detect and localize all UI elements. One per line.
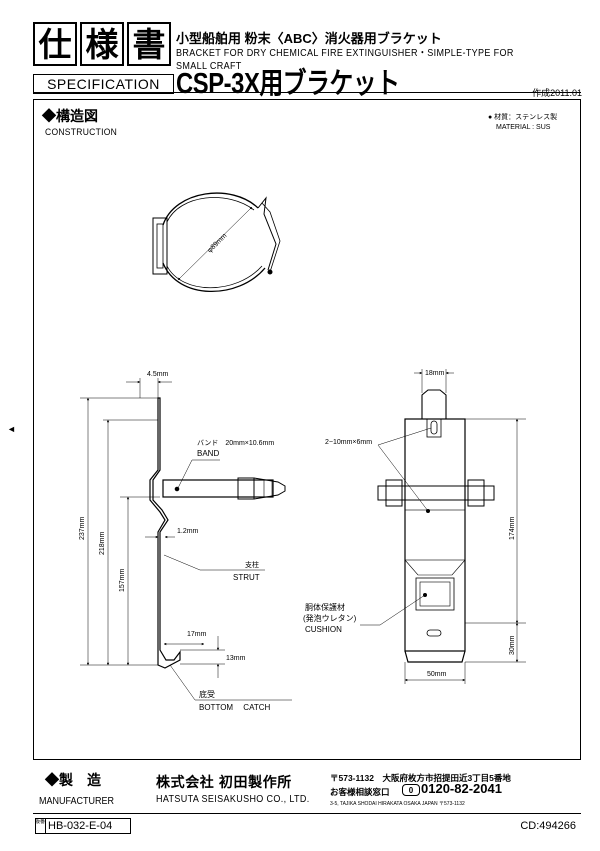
dim-157: 157mm [119, 568, 126, 592]
title-japanese: 小型船舶用 粉末〈ABC〉消火器用ブラケット [176, 31, 442, 46]
company-name-en: HATSUTA SEISAKUSHO CO., LTD. [156, 794, 310, 805]
strut-label-en: STRUT [233, 573, 260, 582]
document-code-tag: 版番 [35, 818, 46, 834]
document-code: HB-032-E-04 [35, 818, 131, 834]
band-label-en: BAND [197, 449, 219, 458]
cushion-label-jp1: 胴体保護材 [305, 602, 345, 612]
freedial-number: 0120-82-2041 [421, 781, 502, 796]
dim-17: 17mm [187, 631, 207, 638]
manufacturer-subtitle: MANUFACTURER [39, 796, 115, 807]
company-address-en: 3-5, TAJIKA SHODAI HIRAKATA OSAKA JAPAN … [330, 801, 465, 807]
bottom-catch-label-jp: 底受 [199, 689, 215, 699]
created-date: 作成2011.01 [532, 88, 582, 98]
cushion-label-jp2: (発泡ウレタン) [303, 613, 357, 623]
dim-174: 174mm [509, 516, 516, 540]
page-marker-icon: ◄ [7, 424, 16, 434]
title-kanji-3: 書 [127, 22, 171, 66]
bottom-catch-label-en: BOTTOM CATCH [199, 703, 270, 712]
title-kanji-1: 仕 [33, 22, 77, 66]
document-code-text: HB-032-E-04 [48, 820, 113, 832]
construction-subtitle: CONSTRUCTION [45, 127, 118, 138]
slot-label: 2−10mm×6mm [325, 439, 372, 446]
manufacturer-title: ◆製 造 [45, 772, 101, 788]
footer-rule [33, 813, 581, 814]
strut-label-jp: 支柱 [245, 560, 259, 569]
customer-support-label: お客様相談窓口 [330, 787, 390, 797]
dim-237: 237mm [79, 516, 86, 540]
dim-18: 18mm [425, 370, 445, 377]
freedial-icon: 0 [402, 784, 420, 796]
cd-number: CD:494266 [520, 820, 576, 832]
title-english: BRACKET FOR DRY CHEMICAL FIRE EXTINGUISH… [176, 47, 514, 72]
dim-13: 13mm [226, 655, 246, 662]
dim-30: 30mm [509, 635, 516, 655]
header-rule [33, 92, 581, 93]
cushion-label-en: CUSHION [305, 625, 342, 634]
dim-1-2: 1.2mm [177, 528, 199, 535]
dim-218: 218mm [99, 531, 106, 555]
specification-label: SPECIFICATION [33, 74, 174, 94]
front-view [360, 369, 526, 684]
company-address: 〒573-1132 大阪府枚方市招提田近3丁目5番地 [330, 773, 511, 783]
material-en: MATERIAL : SUS [496, 124, 551, 131]
dim-50: 50mm [427, 671, 447, 678]
product-title: CSP-3X用ブラケット [176, 68, 400, 100]
dim-diameter: φ89mm [206, 232, 228, 254]
construction-title: ◆構造図 [42, 108, 98, 124]
dim-4-5: 4.5mm [147, 371, 169, 378]
material-note: ● 材質：ステンレス製 MATERIAL : SUS [488, 113, 557, 133]
drawing-frame [33, 99, 581, 760]
material-jp: ● 材質：ステンレス製 [488, 114, 558, 121]
band-label-jp: バンド 20mm×10.6mm [197, 439, 274, 447]
side-view [80, 378, 292, 701]
title-kanji-2: 様 [80, 22, 124, 66]
top-view [152, 192, 281, 293]
company-name-jp: 株式会社 初田製作所 [156, 774, 292, 790]
